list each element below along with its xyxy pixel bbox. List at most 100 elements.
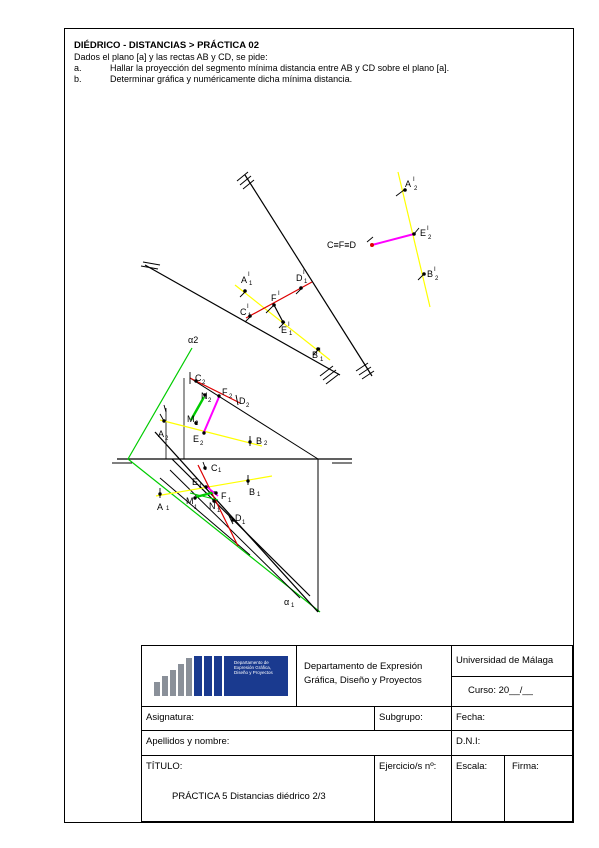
label-c2: C: [195, 373, 202, 383]
label-aux-e1-sup: I: [288, 322, 290, 328]
department-line-1: Departamento de Expresión: [304, 661, 423, 672]
label-aux-b1-sup: I: [319, 348, 321, 354]
aux-view-1: [234, 281, 331, 361]
exercise-item-a: a.Hallar la proyección del segmento míni…: [74, 63, 449, 74]
label-n2: N: [201, 391, 208, 401]
label-e1-sub: 1: [199, 484, 203, 490]
item-b-text: Determinar gráfica y numéricamente dicha…: [110, 74, 353, 84]
label-b2: B: [256, 436, 262, 446]
label-a2-sub: 2: [165, 436, 169, 442]
point-e1: [204, 485, 208, 489]
ab-projection-line: [397, 171, 431, 308]
label-e1: E: [192, 477, 198, 487]
label-aux-c1-sup: I: [247, 304, 249, 310]
name-field[interactable]: Apellidos y nombre:: [146, 736, 230, 747]
hatch-mark: [142, 261, 161, 266]
id-field[interactable]: D.N.I:: [456, 736, 481, 747]
cd-vertical-projection: [189, 377, 241, 404]
projection-line: [159, 477, 251, 556]
label-aux-e2-sup: I: [427, 226, 429, 232]
point-m2: [194, 421, 198, 425]
hatch-mark: [242, 179, 255, 190]
label-b2-sub: 2: [264, 441, 268, 447]
green-aux: [189, 492, 219, 501]
label-c2-sub: 2: [202, 380, 206, 386]
signature-field[interactable]: Firma:: [512, 761, 539, 772]
label-aux-e2-sub: 2: [428, 235, 432, 241]
label-aux-a2: A: [405, 179, 411, 189]
item-a-marker: a.: [74, 63, 82, 73]
ef-vertical-segment: [203, 396, 220, 433]
tb-rule: [142, 706, 572, 707]
cd-horizontal-projection: [197, 464, 239, 547]
label-aux-a1: A: [241, 275, 247, 285]
department-name: Departamento de Expresión Gráfica, Diseñ…: [304, 660, 422, 688]
label-n1: N: [209, 501, 216, 511]
hatch-mark: [361, 370, 375, 380]
department-logo: Departamento de Expresión Gráfica, Diseñ…: [150, 654, 290, 700]
projection-line: [189, 377, 319, 460]
hatch-mark: [236, 171, 249, 182]
label-m2: M: [187, 414, 195, 424]
label-m1: M: [186, 496, 194, 506]
distance-segment: [371, 233, 415, 246]
date-field[interactable]: Fecha:: [456, 712, 486, 723]
practice-title: PRÁCTICA 5 Distancias diédrico 2/3: [172, 791, 326, 802]
point-f1: [272, 303, 276, 307]
point-d1: [231, 518, 235, 522]
tick-mark: [413, 227, 420, 235]
main-diagonal-2: [171, 458, 311, 597]
tick-mark: [239, 290, 247, 298]
exercise-field[interactable]: Ejercicio/s nº:: [379, 761, 437, 772]
course-field[interactable]: Curso: 20__/__: [468, 685, 533, 696]
scale-field[interactable]: Escala:: [456, 761, 488, 772]
main-diagonal-1: [154, 431, 319, 613]
label-aux-f1-sup: I: [278, 291, 280, 297]
point-c2: [194, 379, 198, 383]
exercise-item-b: b.Determinar gráfica y numéricamente dic…: [74, 74, 352, 85]
main-view: [112, 347, 352, 613]
label-aux-d1: D: [296, 273, 303, 283]
hatch-mark: [355, 362, 369, 372]
label-b1-sub: 1: [257, 492, 261, 498]
label-e2: E: [193, 434, 199, 444]
subgroup-field[interactable]: Subgrupo:: [379, 712, 423, 723]
logo-graphic: [154, 656, 288, 696]
ab-vertical-projection: [159, 419, 263, 447]
label-f2-sub: 2: [229, 394, 233, 400]
point-n2: [203, 393, 207, 397]
point-a2: [403, 188, 407, 192]
tb-rule: [374, 755, 375, 822]
mn-horizontal-segment: [195, 490, 216, 499]
point-a1: [243, 289, 247, 293]
hatch-mark: [325, 373, 340, 385]
aux-reference-line-1: [244, 174, 373, 377]
university-name: Universidad de Málaga: [456, 655, 554, 666]
aux-view-2: [366, 171, 431, 308]
tb-rule: [451, 730, 452, 755]
label-c1-sub: 1: [218, 468, 222, 474]
label-a1-sub: 1: [166, 506, 170, 512]
projection-line: [169, 469, 301, 599]
drawing-sheet-border: [64, 28, 574, 823]
exercise-intro: Dados el plano [a] y las rectas AB y CD,…: [74, 52, 268, 62]
label-d1-sub: 1: [242, 520, 246, 526]
label-alpha1: α: [284, 597, 289, 607]
tb-rule: [451, 646, 452, 730]
hatch-mark: [140, 265, 159, 270]
label-f1: F: [221, 491, 227, 501]
label-aux-f1: F: [271, 293, 277, 303]
logo-caption-3: Diseño y Proyectos: [234, 670, 273, 675]
tick-mark: [228, 515, 234, 525]
tick-mark: [244, 315, 252, 323]
aux-reference-line-2: [144, 264, 341, 376]
tick-mark: [163, 404, 167, 413]
label-aux-b1-sub: 1: [320, 357, 324, 363]
label-m1-sub: 1: [194, 505, 198, 511]
label-aux-b2-sup: I: [434, 267, 436, 273]
label-n1-sub: 1: [217, 508, 221, 514]
label-aux-c1: C: [240, 307, 247, 317]
tick-mark: [366, 236, 374, 243]
subject-field[interactable]: Asignatura:: [146, 712, 195, 723]
label-aux-b2-sub: 2: [435, 276, 439, 282]
